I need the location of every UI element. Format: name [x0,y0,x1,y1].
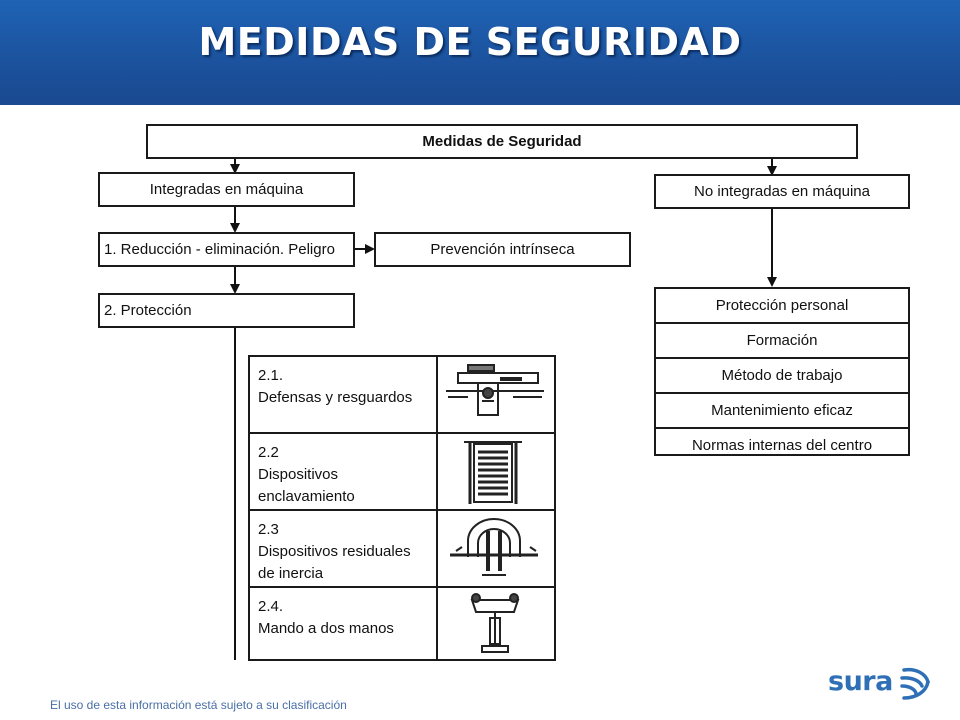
protection-row: 2.2 Dispositivos enclavamiento [250,434,554,511]
logo-swoosh-icon [900,667,930,700]
measure-item: Normas internas del centro [691,437,873,454]
prevention-box: Prevención intrínseca [374,232,631,267]
measure-item: Método de trabajo [656,359,908,394]
protection-row: 2.1. Defensas y resguardos [250,357,554,434]
guard-illustration [436,357,554,432]
two-hand-control-illustration [436,588,554,659]
inertia-device-illustration [436,511,554,586]
measure-item: Mantenimiento eficaz [656,394,908,429]
measure-item: Protección personal [656,289,908,324]
root-box: Medidas de Seguridad [146,124,858,159]
step1-box: 1. Reducción - eliminación. Peligro [98,232,355,267]
page-title: MEDIDAS DE SEGURIDAD [198,20,742,64]
protection-row-label: 2.4. Mando a dos manos [258,598,394,637]
footer-note: El uso de esta información está sujeto a… [50,698,347,712]
non-integrated-measures: Protección personal Formación Método de … [654,287,910,456]
sura-logo: sura [828,664,932,702]
protection-table: 2.1. Defensas y resguardos 2.2 Dispositi… [248,355,556,661]
interlock-illustration [436,434,554,509]
logo-wordmark: sura [828,666,893,697]
step2-box: 2. Protección [98,293,355,328]
non-integrated-box: No integradas en máquina [654,174,910,209]
protection-row: 2.3 Dispositivos residuales de inercia [250,511,554,588]
header-banner: MEDIDAS DE SEGURIDAD [0,0,960,105]
protection-row-label: 2.1. Defensas y resguardos [258,367,413,406]
protection-row: 2.4. Mando a dos manos [250,588,554,659]
protection-row-label: 2.3 Dispositivos residuales de inercia [258,521,411,582]
protection-row-label: 2.2 Dispositivos enclavamiento [258,444,355,505]
integrated-box: Integradas en máquina [98,172,355,207]
measure-item: Formación [656,324,908,359]
